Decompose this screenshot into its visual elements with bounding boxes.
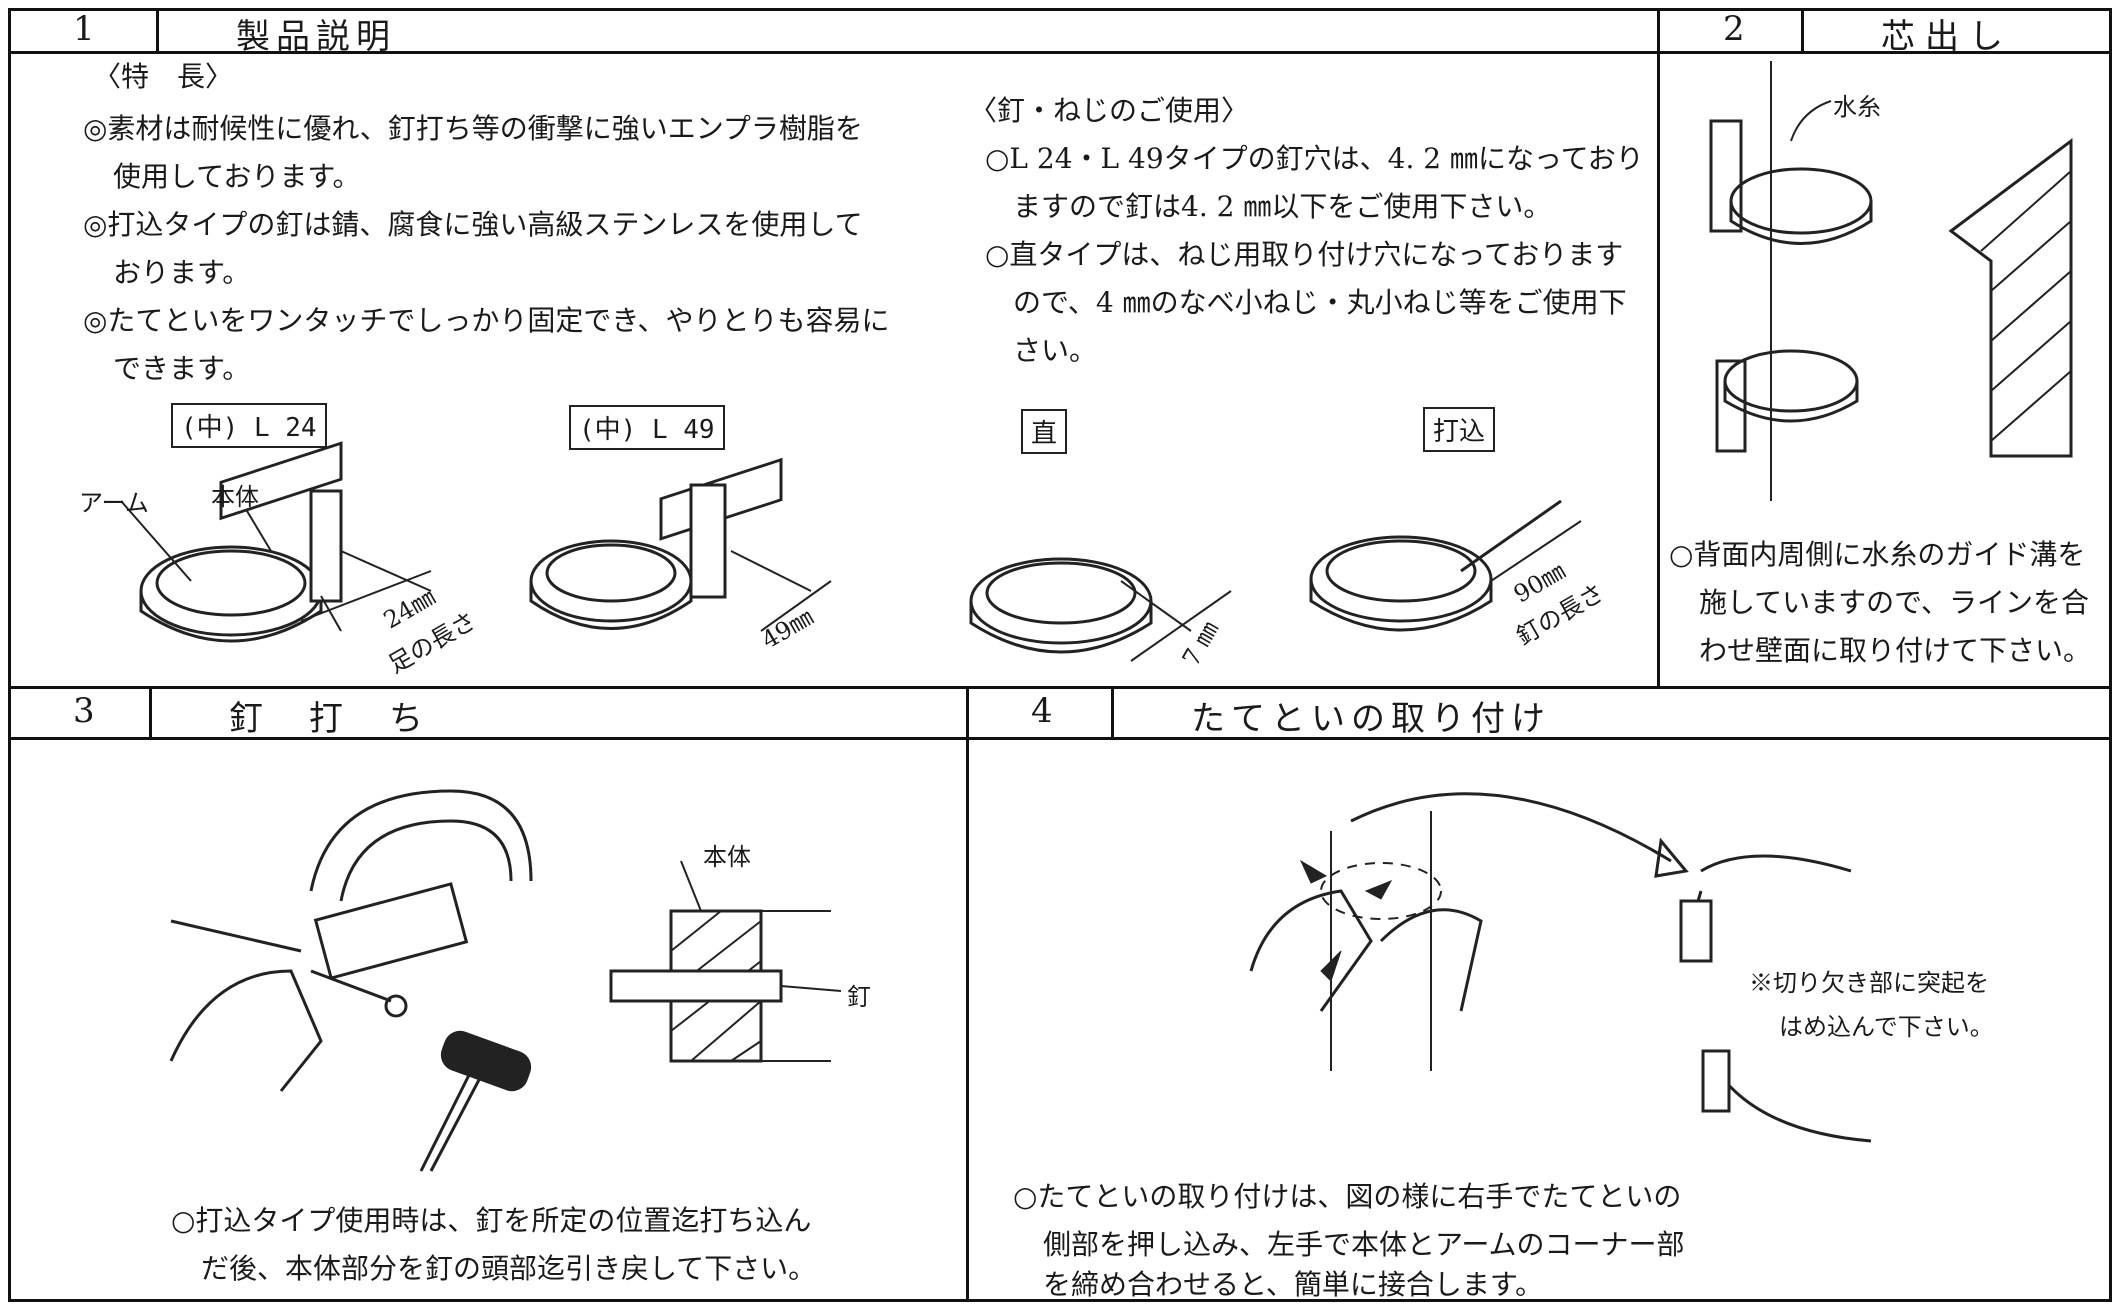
s2-line: 施していますので、ラインを合 (1699, 586, 2090, 619)
type-label-l49: (中) L 49 (569, 405, 725, 450)
col-divider-top (1657, 11, 1660, 689)
s4-line: ○たてといの取り付けは、図の様に右手でたてといの (1013, 1180, 1682, 1213)
feature-line: おります。 (113, 256, 251, 289)
s3-nail-label: 釘 (847, 983, 871, 1011)
body-label: 本体 (211, 483, 259, 511)
s3-line: ○打込タイプ使用時は、釘を所定の位置迄打ち込ん (171, 1204, 812, 1237)
bracket-l24-figure (120, 441, 432, 643)
feature-line: できます。 (113, 352, 251, 385)
header-rule-bottom (11, 737, 2109, 740)
feature-line: ◎たてといをワンタッチでしっかり固定でき、やりとりも容易に (83, 304, 890, 337)
num-cell-4 (1111, 686, 1114, 739)
nails-line: ますので釘は4. 2 ㎜以下をご使用下さい。 (1013, 190, 1552, 223)
bracket-l49-figure (529, 457, 832, 632)
section-4-title: たてといの取り付け (1191, 699, 1551, 739)
nail-section-figure (609, 860, 842, 1063)
notch-note-line: はめ込んで下さい。 (1779, 1013, 1994, 1041)
instruction-sheet: 1 製品説明 2 芯出し 3 釘 打 ち 4 たてといの取り付け 〈特 長〉 ◎… (8, 8, 2112, 1302)
section-divider (11, 686, 2109, 689)
nails-line: さい。 (1013, 334, 1098, 367)
nails-line: ○直タイプは、ねじ用取り付け穴になっております (985, 238, 1624, 271)
mounting-figure (1249, 792, 1872, 1143)
alignment-figure (1709, 61, 2073, 501)
section-1-number: 1 (73, 9, 101, 49)
arm-label: アーム (79, 489, 149, 517)
features-heading: 〈特 長〉 (93, 60, 234, 93)
s4-line: を締め合わせると、簡単に接合します。 (1043, 1268, 1544, 1301)
bracket-straight-figure (969, 557, 1232, 662)
s3-body-label: 本体 (703, 843, 751, 871)
section-4-number: 4 (1031, 691, 1059, 731)
nails-line: ○L 24・L 49タイプの釘穴は、4. 2 ㎜になっており (985, 142, 1644, 175)
type-label-drive: 打込 (1423, 407, 1496, 452)
nailing-figure (169, 789, 533, 1172)
s2-line: ○背面内周側に水糸のガイド溝を (1669, 538, 2086, 571)
water-line-label: 水糸 (1833, 93, 1881, 121)
feature-line: ◎素材は耐候性に優れ、釘打ち等の衝撃に強いエンプラ樹脂を (83, 112, 863, 145)
section-1-title: 製品説明 (236, 17, 396, 57)
nails-heading: 〈釘・ねじのご使用〉 (969, 94, 1250, 127)
s4-line: 側部を押し込み、左手で本体とアームのコーナー部 (1043, 1228, 1685, 1261)
section-3-title: 釘 打 ち (229, 699, 429, 739)
section-3-number: 3 (73, 691, 101, 731)
num-cell-2 (1801, 11, 1804, 53)
s3-line: だ後、本体部分を釘の頭部迄引き戻して下さい。 (201, 1252, 817, 1285)
nails-line: ので、4 ㎜のなべ小ねじ・丸小ねじ等をご使用下 (1013, 286, 1627, 319)
header-rule-top (11, 51, 2109, 54)
type-label-straight: 直 (1021, 409, 1068, 454)
bracket-drive-figure (1309, 499, 1582, 632)
num-cell-1 (156, 11, 159, 53)
feature-line: 使用しております。 (113, 160, 361, 193)
type-label-l24: (中) L 24 (171, 403, 327, 448)
section-2-title: 芯出し (1881, 17, 2013, 57)
feature-line: ◎打込タイプの釘は錆、腐食に強い高級ステンレスを使用して (83, 208, 863, 241)
section-2-number: 2 (1723, 9, 1751, 49)
col-divider-bottom (966, 686, 969, 1302)
s2-line: わせ壁面に取り付けて下さい。 (1699, 634, 2092, 667)
notch-note-line: ※切り欠き部に突起を (1749, 969, 1989, 997)
num-cell-3 (149, 686, 152, 739)
